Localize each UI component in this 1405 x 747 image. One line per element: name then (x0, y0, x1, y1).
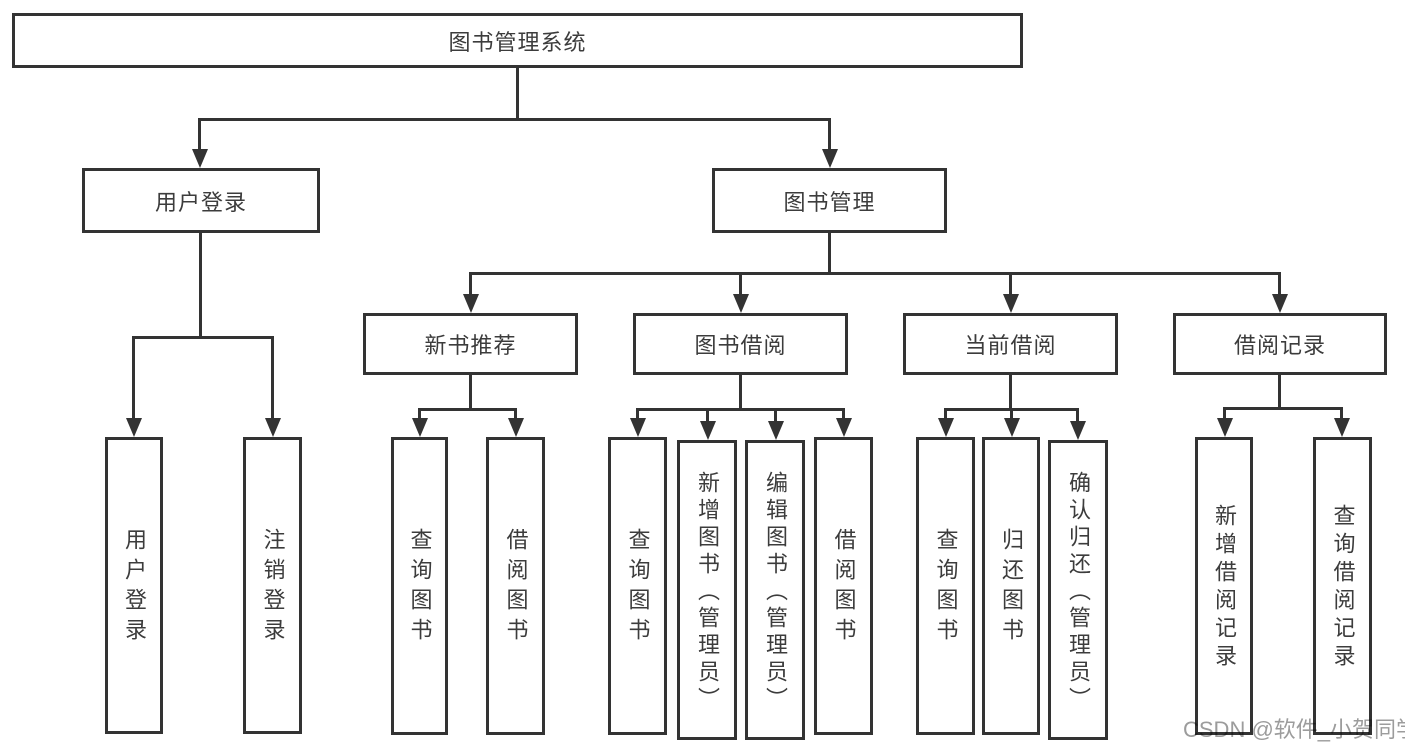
arrow-down-icon (1070, 421, 1086, 440)
node-user-login: 用户登录 (82, 168, 320, 233)
leaf-user-login: 用户登录 (105, 437, 163, 734)
arrow-down-icon (126, 418, 142, 437)
leaf-query-book-recommend: 查询图书 (391, 437, 448, 735)
node-borrowing-records: 借阅记录 (1173, 313, 1387, 375)
leaf-query-book-current: 查询图书 (916, 437, 975, 735)
leaf-add-book-admin: 新增图书（管理员） (677, 440, 737, 740)
connector (132, 336, 274, 339)
connector (198, 118, 201, 160)
node-new-book-recommend-label: 新书推荐 (424, 333, 517, 358)
arrow-down-icon (508, 418, 524, 437)
arrow-down-icon (822, 149, 838, 168)
connector (636, 408, 844, 411)
arrow-down-icon (265, 418, 281, 437)
arrow-down-icon (836, 418, 852, 437)
connector (469, 375, 472, 408)
connector (271, 336, 274, 428)
arrow-down-icon (1334, 418, 1350, 437)
arrow-down-icon (630, 418, 646, 437)
node-book-management: 图书管理 (712, 168, 947, 233)
arrow-down-icon (768, 421, 784, 440)
connector (1009, 272, 1012, 304)
connector (1278, 272, 1281, 304)
node-root: 图书管理系统 (12, 13, 1023, 68)
node-current-borrowing-label: 当前借阅 (964, 333, 1057, 358)
connector (828, 118, 831, 160)
arrow-down-icon (412, 418, 428, 437)
node-book-management-label: 图书管理 (783, 189, 876, 215)
connector (516, 68, 519, 118)
connector (1076, 408, 1079, 428)
leaf-query-borrow-record: 查询借阅记录 (1313, 437, 1372, 735)
connector (774, 408, 777, 428)
watermark: CSDN @软件_小贺同学 (1183, 717, 1405, 742)
arrow-down-icon (733, 294, 749, 313)
connector (418, 408, 517, 411)
connector (739, 375, 742, 408)
arrow-down-icon (1003, 294, 1019, 313)
connector (199, 118, 831, 121)
connector (1278, 375, 1281, 407)
leaf-edit-book-admin: 编辑图书（管理员） (745, 440, 805, 740)
node-new-book-recommend: 新书推荐 (363, 313, 578, 375)
node-current-borrowing: 当前借阅 (903, 313, 1118, 375)
connector (1223, 407, 1343, 410)
leaf-borrow-book-recommend: 借阅图书 (486, 437, 545, 735)
connector (739, 272, 742, 304)
leaf-borrow-book-borrowing: 借阅图书 (814, 437, 873, 735)
arrow-down-icon (700, 421, 716, 440)
leaf-return-book: 归还图书 (982, 437, 1040, 735)
node-borrowing-records-label: 借阅记录 (1233, 333, 1326, 358)
leaf-query-book-borrowing: 查询图书 (608, 437, 667, 735)
node-root-label: 图书管理系统 (448, 29, 587, 55)
connector (132, 336, 135, 428)
leaf-logout: 注销登录 (243, 437, 302, 734)
arrow-down-icon (1272, 294, 1288, 313)
arrow-down-icon (463, 294, 479, 313)
connector (199, 233, 202, 336)
connector (469, 272, 472, 304)
arrow-down-icon (192, 149, 208, 168)
arrow-down-icon (1004, 418, 1020, 437)
connector (1223, 407, 1226, 428)
node-book-borrowing: 图书借阅 (633, 313, 848, 375)
connector (828, 233, 831, 272)
arrow-down-icon (1217, 418, 1233, 437)
connector (1340, 407, 1343, 428)
connector (469, 272, 1281, 275)
connector (706, 408, 709, 428)
node-user-login-label: 用户登录 (154, 189, 247, 215)
arrow-down-icon (938, 418, 954, 437)
node-book-borrowing-label: 图书借阅 (694, 333, 787, 358)
connector (1009, 375, 1012, 408)
leaf-confirm-return-admin: 确认归还（管理员） (1048, 440, 1108, 740)
leaf-add-borrow-record: 新增借阅记录 (1195, 437, 1253, 735)
